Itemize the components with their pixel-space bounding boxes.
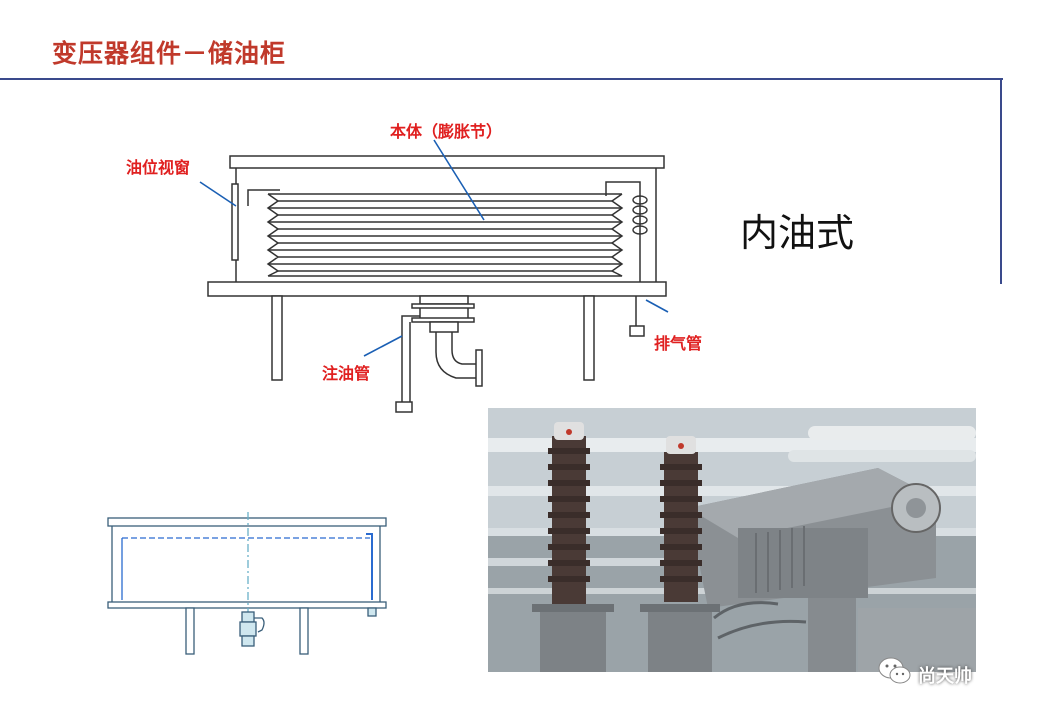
small-drawing bbox=[107, 512, 387, 655]
conservator-photo bbox=[488, 408, 976, 672]
watermark-text: 尚天帅 bbox=[918, 666, 972, 687]
body-label: 本体（膨胀节） bbox=[390, 122, 503, 141]
vent-pipe-label: 排气管 bbox=[654, 334, 703, 353]
fill-pipe-label: 注油管 bbox=[322, 364, 371, 383]
frame-right-border bbox=[1000, 78, 1002, 284]
wechat-icon bbox=[878, 657, 911, 684]
page-title: 变压器组件－储油柜 bbox=[52, 39, 287, 68]
title-underline bbox=[0, 78, 1003, 80]
type-label: 内油式 bbox=[740, 211, 855, 255]
oil-window-label: 油位视窗 bbox=[126, 158, 191, 177]
